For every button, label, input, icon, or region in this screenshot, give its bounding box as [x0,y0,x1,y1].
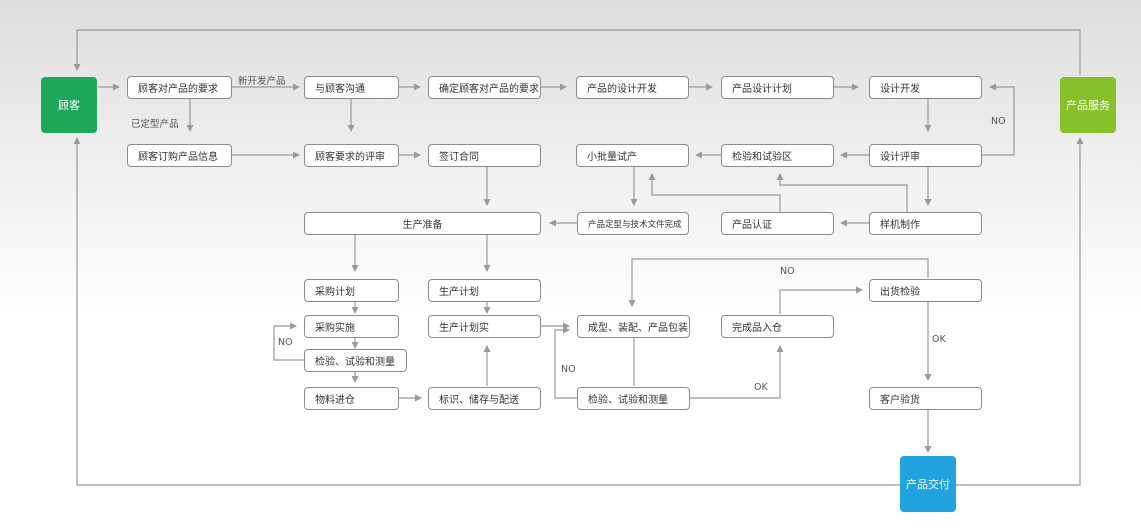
box-shipping-inspection[interactable]: 出货检验 [869,279,982,302]
label-production-ok: OK [754,382,768,393]
box-forming-assembly-packing[interactable]: 成型、装配、产品包装 [577,315,690,338]
outer-loop-bottom [73,137,900,486]
label-design-no: NO [991,116,1006,127]
box-requirements-review[interactable]: 顾客要求的评审 [304,144,399,167]
label-existing-product: 已定型产品 [131,119,179,130]
box-identification-storage[interactable]: 标识、储存与配送 [428,387,541,410]
box-design-plan[interactable]: 产品设计计划 [721,76,834,99]
box-design-development[interactable]: 设计开发 [869,76,982,99]
box-finished-goods-warehouse[interactable]: 完成品入仓 [721,315,834,338]
box-design-review[interactable]: 设计评审 [869,144,982,167]
box-determine-requirements[interactable]: 确定顾客对产品的要求 [428,76,541,99]
product-service-block[interactable]: 产品服务 [1060,77,1116,133]
label-production-no: NO [561,364,576,375]
product-delivery-block[interactable]: 产品交付 [900,456,956,512]
box-production-plan[interactable]: 生产计划 [428,279,541,302]
label-ship-ok: OK [932,334,946,345]
label-ship-no: NO [780,266,795,277]
label-purchase-no: NO [278,337,293,348]
label-new-product: 新开发产品 [238,76,286,87]
box-incoming-inspection[interactable]: 检验、试验和测量 [304,349,407,372]
box-certification[interactable]: 产品认证 [721,212,834,235]
box-customer-communication[interactable]: 与顾客沟通 [304,76,399,99]
box-production-inspection[interactable]: 检验、试验和测量 [577,387,690,410]
box-order-info[interactable]: 顾客订购产品信息 [127,144,232,167]
box-material-warehousing[interactable]: 物料进仓 [304,387,399,410]
box-inspection-test-area[interactable]: 检验和试验区 [721,144,834,167]
box-prototype[interactable]: 样机制作 [869,212,982,235]
box-purchase-plan[interactable]: 采购计划 [304,279,399,302]
box-production-execution[interactable]: 生产计划实 [428,315,541,338]
box-customer-acceptance[interactable]: 客户验货 [869,387,982,410]
box-pilot-production[interactable]: 小批量试产 [576,144,689,167]
customer-block[interactable]: 顾客 [41,77,97,133]
box-sign-contract[interactable]: 签订合同 [428,144,541,167]
box-product-design-dev[interactable]: 产品的设计开发 [576,76,689,99]
outer-loop-top [73,29,1081,75]
delivery-to-service [955,137,1084,486]
box-production-prep[interactable]: 生产准备 [304,212,541,235]
box-purchase-execution[interactable]: 采购实施 [304,315,399,338]
box-customer-requirements[interactable]: 顾客对产品的要求 [127,76,232,99]
box-finalize-docs[interactable]: 产品定型与技术文件完成 [577,212,689,235]
